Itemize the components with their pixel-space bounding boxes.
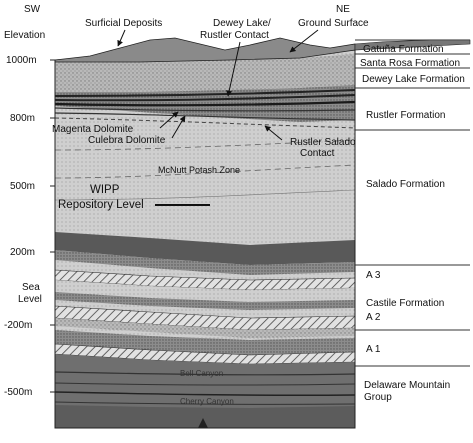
mcnutt-label: McNutt Potash Zone — [158, 165, 240, 175]
a3-label: A 3 — [366, 270, 381, 281]
tick-minus-500: -500m — [4, 387, 32, 398]
inner-labels: Magenta Dolomite Culebra Dolomite Rustle… — [52, 111, 356, 406]
formation-boundaries — [355, 39, 470, 367]
delaware-label-2: Group — [364, 392, 392, 403]
elevation-axis: SW Elevation 1000m 800m 500m 200m Sea Le… — [4, 4, 56, 428]
a2-label: A 2 — [366, 312, 381, 323]
delaware-label-1: Delaware Mountain — [364, 380, 450, 391]
repository-level-label: Repository Level — [58, 199, 144, 211]
dewey-lake-formation-label: Dewey Lake Formation — [362, 74, 465, 85]
tick-200: 200m — [10, 247, 35, 258]
surficial-deposits — [54, 37, 356, 63]
surface-topography — [54, 37, 471, 63]
salado-formation-label: Salado Formation — [366, 179, 445, 190]
rustler-salado-label-2: Contact — [300, 148, 335, 159]
bottom-marker — [198, 418, 208, 428]
tick-minus-200: -200m — [4, 320, 32, 331]
magenta-dolomite-label: Magenta Dolomite — [52, 124, 134, 135]
bell-canyon-label: Bell Canyon — [180, 369, 223, 378]
surficial-deposits-label: Surficial Deposits — [85, 18, 162, 29]
formation-labels: Gatuña Formation Santa Rosa Formation De… — [360, 44, 465, 403]
rustler-salado-label-1: Rustler Salado — [290, 137, 356, 148]
dewey-rustler-label-1: Dewey Lake/ — [213, 18, 271, 29]
sea-level-label-1: Sea — [22, 282, 40, 293]
cherry-canyon-label: Cherry Canyon — [180, 397, 234, 406]
gatuna-formation-label: Gatuña Formation — [363, 44, 444, 55]
dewey-rustler-label-2: Rustler Contact — [200, 30, 269, 41]
culebra-dolomite-label: Culebra Dolomite — [88, 135, 166, 146]
tick-1000: 1000m — [6, 55, 37, 66]
rustler-layer — [55, 85, 355, 122]
ground-surface-label: Ground Surface — [298, 18, 369, 29]
orientation-sw: SW — [24, 4, 41, 15]
cross-section-body — [54, 49, 356, 429]
dewey-lake-layer — [55, 54, 355, 92]
wipp-label: WIPP — [90, 184, 120, 196]
a1-label: A 1 — [366, 344, 381, 355]
top-labels: NE Surficial Deposits Dewey Lake/ Rustle… — [85, 4, 369, 97]
tick-500: 500m — [10, 181, 35, 192]
rustler-formation-label: Rustler Formation — [366, 110, 445, 121]
castile-formation-label: Castile Formation — [366, 298, 444, 309]
tick-800: 800m — [10, 113, 35, 124]
sea-level-label-2: Level — [18, 294, 42, 305]
anhydrite-a1 — [55, 330, 355, 355]
lower-salado-band — [55, 232, 355, 265]
orientation-ne: NE — [336, 4, 350, 15]
axis-title: Elevation — [4, 30, 45, 41]
santa-rosa-formation-label: Santa Rosa Formation — [360, 58, 460, 69]
